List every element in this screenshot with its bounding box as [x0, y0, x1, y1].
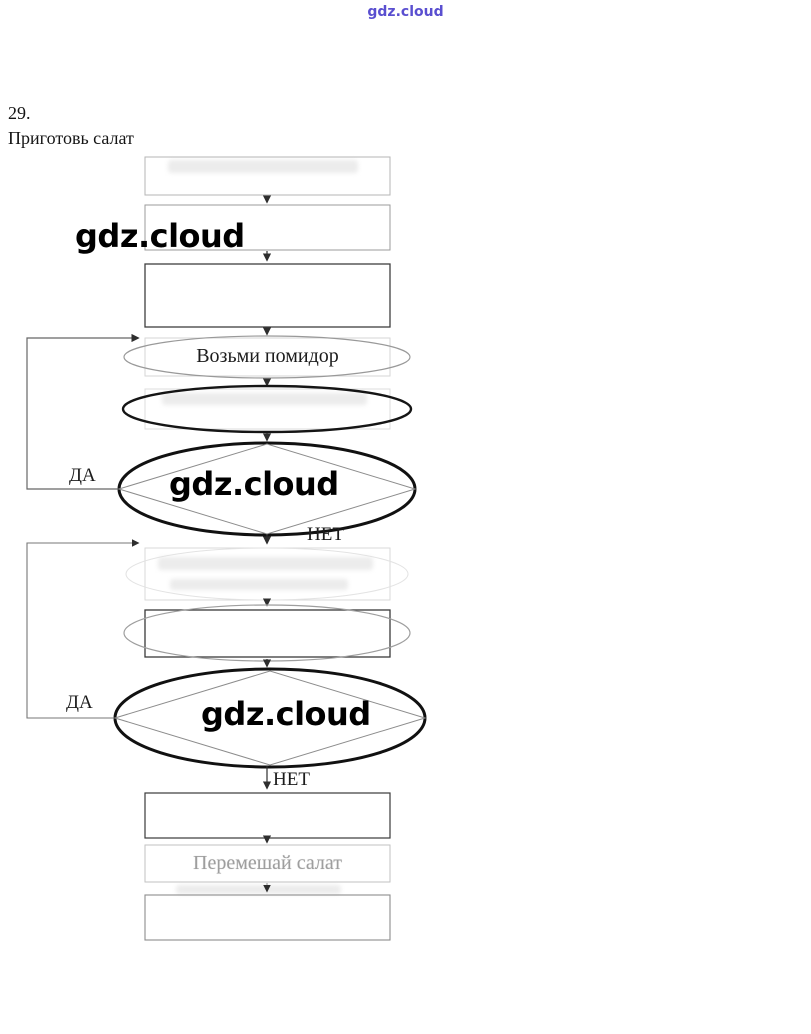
decision-2-no-label: НЕТ — [273, 769, 310, 790]
node-4-ellipse — [123, 335, 411, 379]
washed-text-remnant — [168, 160, 358, 173]
decision-1-diamond — [117, 443, 417, 535]
decision-1-yes-label: ДА — [69, 465, 96, 486]
node-4-rect — [144, 337, 391, 377]
node-11-rect — [144, 844, 391, 883]
washed-text-remnant — [158, 557, 373, 570]
decision-2-diamond — [113, 670, 427, 766]
node-12-rect — [144, 894, 391, 941]
node-2-rect — [144, 204, 391, 251]
site-watermark: gdz.cloud — [367, 4, 444, 20]
overlay-watermark-1: gdz.cloud — [75, 217, 245, 255]
overlay-watermark-3: gdz.cloud — [201, 695, 371, 733]
problem-title: Приготовь салат — [8, 128, 134, 148]
node-3-rect — [144, 263, 391, 328]
node-8-ellipse — [123, 604, 411, 662]
node-mix-salad-label: Перемешай салат — [193, 852, 342, 874]
node-7-ellipse — [125, 547, 409, 601]
decision-2-yes-label: ДА — [66, 692, 93, 713]
overlay-watermark-2: gdz.cloud — [169, 465, 339, 503]
problem-number: 29. — [8, 103, 31, 123]
loop-yes-1 — [26, 333, 140, 490]
node-1-rect — [144, 156, 391, 196]
washed-text-remnant — [170, 579, 348, 590]
node-10-rect — [144, 792, 391, 839]
washed-text-remnant — [162, 393, 367, 405]
node-7-rect — [144, 547, 391, 601]
node-5-ellipse — [121, 384, 413, 434]
node-8-rect — [144, 609, 391, 658]
decision-1-no-label: НЕТ — [307, 524, 344, 545]
loop-yes-2 — [26, 539, 140, 719]
washed-text-remnant — [176, 885, 341, 894]
node-5-rect — [144, 388, 391, 430]
node-take-tomato-label: Возьми помидор — [196, 345, 339, 367]
